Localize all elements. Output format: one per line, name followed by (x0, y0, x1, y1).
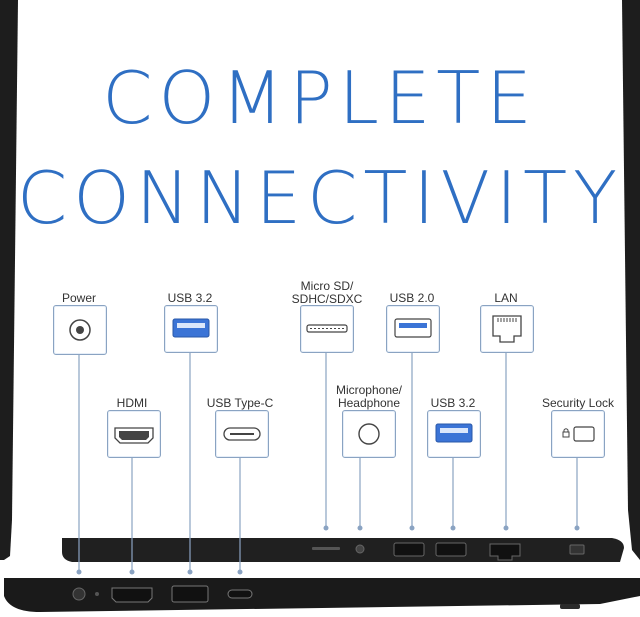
usb32-right-physical (435, 542, 467, 557)
audio-box (342, 410, 396, 458)
usb20-box (386, 305, 440, 353)
laptop-foot (560, 604, 580, 609)
port-label-security-lock: Security Lock (541, 396, 615, 410)
port-label-hdmi: HDMI (116, 396, 148, 410)
ethernet-port-icon (492, 315, 522, 343)
usb32-left-physical (171, 585, 209, 603)
power-jack-icon (69, 319, 91, 341)
hdmi-physical (111, 587, 153, 603)
lan-physical (489, 543, 521, 561)
port-label-usb32-bottom: USB 3.2 (430, 396, 476, 410)
sd-card-slot-icon (306, 324, 348, 333)
usb-a-icon (172, 318, 210, 338)
lan-box (480, 305, 534, 353)
port-label-usb32-top: USB 3.2 (167, 291, 213, 305)
port-label-power: Power (61, 291, 96, 305)
laptop-right-side-body (62, 538, 624, 562)
usb20-physical (393, 542, 425, 557)
usb32-bottom-box (427, 410, 481, 458)
power-box (53, 305, 107, 355)
headline-line-1: COMPLETE (102, 56, 538, 140)
hdmi-box (107, 410, 161, 458)
power-physical (72, 587, 86, 601)
usb-a-icon (435, 423, 473, 443)
microsd-box (300, 305, 354, 353)
power-led (95, 592, 99, 596)
port-label-lan: LAN (494, 291, 518, 305)
headline-line-2: CONNECTIVITY (16, 156, 624, 240)
usbc-physical (227, 589, 253, 599)
sd-slot-physical (312, 547, 340, 550)
laptop-left-side-body (4, 578, 640, 612)
security-lock-icon (562, 426, 595, 442)
audio-jack-physical (355, 544, 365, 554)
usb-c-icon (223, 427, 261, 441)
lid-left-edge (0, 0, 18, 560)
port-label-microsd: Micro SD/ SDHC/SDXC (291, 279, 363, 306)
lid-right-edge (622, 0, 640, 560)
security-lock-box (551, 410, 605, 458)
port-label-audio: Microphone/ Headphone (335, 383, 403, 410)
usb32-top-box (164, 305, 218, 353)
usb-a-icon (394, 318, 432, 338)
hdmi-port-icon (114, 427, 154, 444)
port-label-usbc: USB Type-C (206, 396, 274, 410)
usbc-box (215, 410, 269, 458)
audio-jack-icon (358, 423, 380, 445)
lock-physical (569, 544, 585, 555)
port-label-usb20: USB 2.0 (389, 291, 435, 305)
